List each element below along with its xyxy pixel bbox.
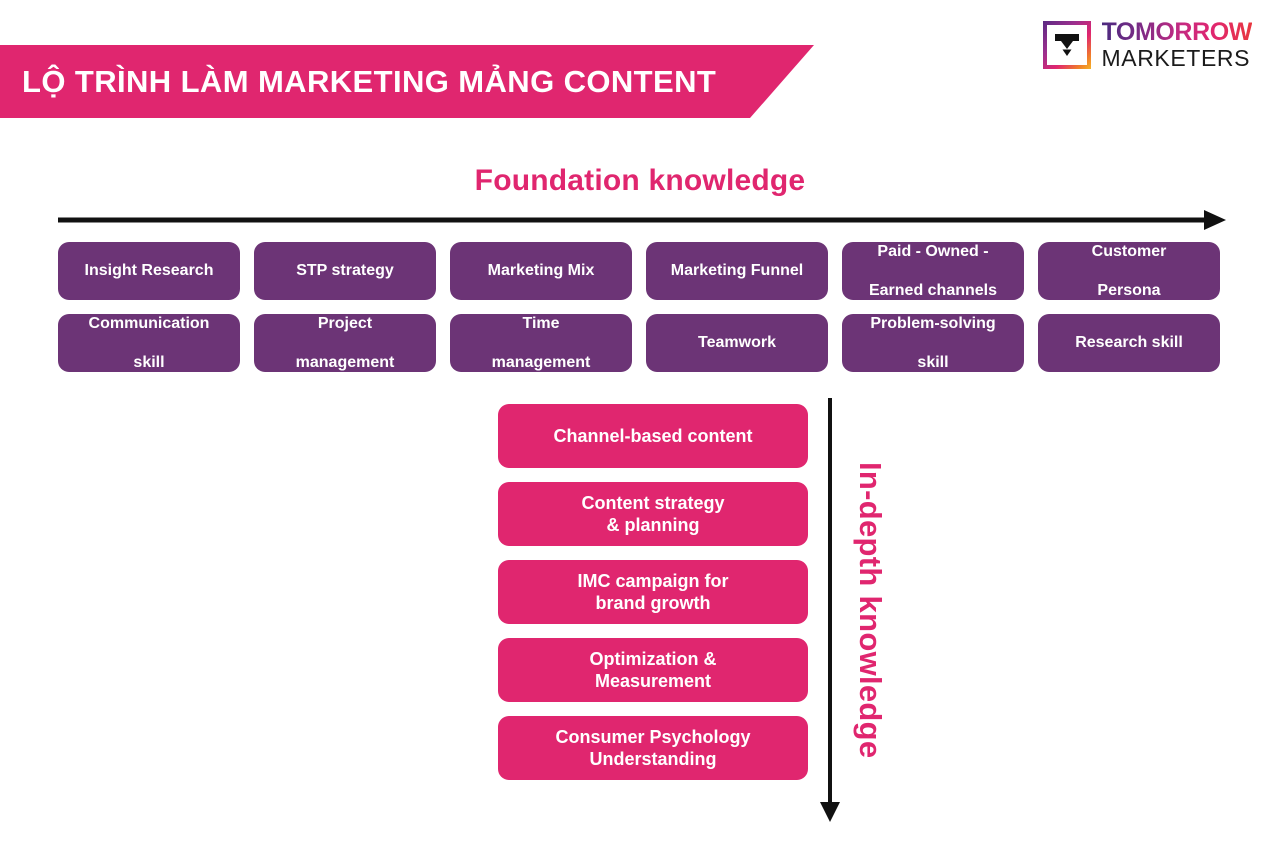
- chip-line-1: Communication: [88, 314, 210, 332]
- foundation-chip[interactable]: Research skill: [1038, 314, 1220, 372]
- tomorrow-marketers-mark-icon: [1042, 21, 1091, 69]
- pill-line-1: Optimization &: [589, 648, 717, 669]
- logo-word-tomorrow: TOMORROW: [1101, 18, 1253, 46]
- chip-line-1: Problem-solving: [870, 314, 996, 332]
- foundation-chip[interactable]: Time management: [450, 314, 632, 372]
- in-depth-pill[interactable]: Optimization & Measurement: [498, 638, 808, 702]
- chip-line-1: Customer: [1091, 242, 1167, 260]
- foundation-chip[interactable]: Marketing Funnel: [646, 242, 828, 300]
- chip-line-2: management: [295, 353, 395, 371]
- chip-line-1: Marketing Funnel: [670, 262, 804, 280]
- chip-line-2: Persona: [1097, 281, 1161, 299]
- in-depth-pill[interactable]: Channel-based content: [498, 404, 808, 468]
- foundation-chip[interactable]: STP strategy: [254, 242, 436, 300]
- foundation-knowledge-heading: Foundation knowledge: [474, 164, 806, 197]
- pill-line-1: Channel-based content: [553, 425, 753, 446]
- foundation-chip[interactable]: Teamwork: [646, 314, 828, 372]
- pill-line-1: IMC campaign for: [577, 570, 729, 591]
- chip-line-1: Research skill: [1075, 334, 1183, 352]
- foundation-chip[interactable]: Project management: [254, 314, 436, 372]
- chip-line-1: Insight Research: [84, 262, 214, 280]
- pill-line-2: & planning: [606, 515, 700, 535]
- foundation-chip[interactable]: Communication skill: [58, 314, 240, 372]
- chip-line-2: Earned channels: [868, 281, 998, 299]
- chip-line-1: STP strategy: [296, 262, 394, 280]
- foundation-chip[interactable]: Marketing Mix: [450, 242, 632, 300]
- brand-logo: TOMORROW MARKETERS: [1042, 20, 1253, 70]
- in-depth-pill-stack: Channel-based content Content strategy &…: [498, 404, 808, 780]
- chip-line-1: Teamwork: [698, 334, 776, 352]
- in-depth-pill[interactable]: Consumer Psychology Understanding: [498, 716, 808, 780]
- page-title: LỘ TRÌNH LÀM MARKETING MẢNG CONTENT: [22, 64, 717, 99]
- in-depth-knowledge-label: In-depth knowledge: [853, 461, 888, 759]
- in-depth-knowledge-label-wrap: In-depth knowledge: [852, 405, 888, 815]
- foundation-progress-arrow-icon: [58, 208, 1226, 232]
- foundation-chip[interactable]: Problem-solving skill: [842, 314, 1024, 372]
- pill-line-2: Measurement: [594, 671, 712, 691]
- pill-line-1: Consumer Psychology: [555, 726, 751, 747]
- logo-word-marketers: MARKETERS: [1101, 45, 1251, 71]
- pill-line-2: brand growth: [595, 593, 711, 613]
- foundation-chip-grid: Insight Research STP strategy Marketing …: [58, 242, 1222, 372]
- title-banner: LỘ TRÌNH LÀM MARKETING MẢNG CONTENT: [0, 45, 814, 118]
- chip-line-2: skill: [133, 353, 165, 371]
- chip-line-1: Project: [317, 314, 373, 332]
- chip-line-1: Time: [522, 314, 560, 332]
- chip-line-2: skill: [917, 353, 949, 371]
- foundation-chip[interactable]: Customer Persona: [1038, 242, 1220, 300]
- foundation-chip[interactable]: Paid - Owned - Earned channels: [842, 242, 1024, 300]
- pill-line-1: Content strategy: [581, 492, 725, 513]
- chip-line-1: Marketing Mix: [487, 262, 595, 280]
- in-depth-pill[interactable]: Content strategy & planning: [498, 482, 808, 546]
- in-depth-progress-arrow-icon: [818, 398, 842, 822]
- foundation-chip[interactable]: Insight Research: [58, 242, 240, 300]
- logo-wordmark: TOMORROW MARKETERS: [1102, 20, 1253, 70]
- chip-line-1: Paid - Owned -: [877, 242, 989, 260]
- in-depth-pill[interactable]: IMC campaign for brand growth: [498, 560, 808, 624]
- chip-line-2: management: [491, 353, 591, 371]
- pill-line-2: Understanding: [589, 749, 717, 769]
